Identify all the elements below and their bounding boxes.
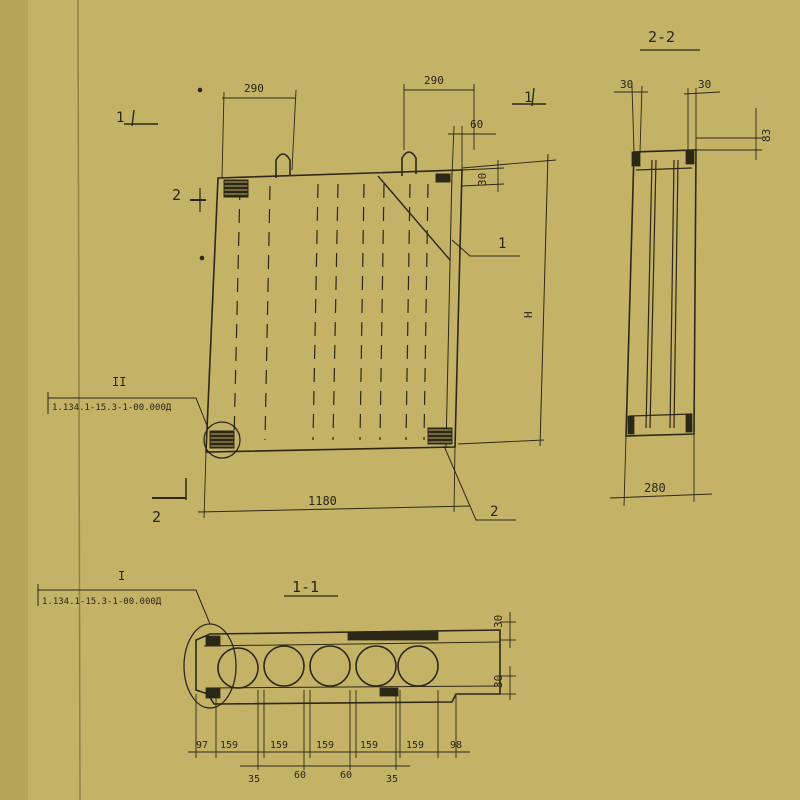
callout-1: 1 <box>498 236 506 252</box>
section-mark-1-right: 1 <box>524 90 532 106</box>
lifting-loop-right <box>401 151 417 176</box>
section-1-1-view <box>37 584 516 770</box>
sub-dim-1: 60 <box>294 770 306 781</box>
section-2-2-title: 2-2 <box>648 28 675 46</box>
node-ref-ii-code: 1.134.1-15.3-1-00.000Д <box>52 403 172 413</box>
embedded-plate-top-left <box>223 179 249 198</box>
dim-290-right: 290 <box>424 74 444 87</box>
core-5 <box>397 645 439 687</box>
plan-view <box>47 84 557 521</box>
dim-290-left: 290 <box>244 82 264 95</box>
core-4 <box>355 645 397 687</box>
core-2 <box>263 645 305 687</box>
bottom-dim-2: 159 <box>270 740 288 751</box>
section-2-2-dim-side: 83 <box>760 129 773 142</box>
paper-sheet <box>28 0 800 800</box>
bottom-dim-1: 159 <box>220 740 238 751</box>
section-2-2-dim-left: 30 <box>620 78 633 91</box>
sub-dim-0: 35 <box>248 774 260 785</box>
section-1-1-dim-right-bottom: 30 <box>492 675 505 688</box>
embedded-plate-bottom-left <box>209 430 235 449</box>
section-2-2-dim-width: 280 <box>644 481 666 495</box>
node-ref-i-roman: I <box>118 569 125 583</box>
section-cut-2-bottom: 2 <box>152 508 161 526</box>
section-1-1-title: 1-1 <box>292 578 319 596</box>
embedded-plate-bottom-right <box>427 427 453 445</box>
section-cut-2-top: 2 <box>172 186 181 204</box>
hollow-core-dashes <box>233 183 429 441</box>
section-2-2-view <box>609 49 762 507</box>
section-mark-1-left: 1 <box>116 110 124 126</box>
left-margin-line <box>77 0 81 800</box>
dim-30: 30 <box>476 173 489 186</box>
dim-60: 60 <box>470 118 483 131</box>
bottom-dim-6: 98 <box>450 740 462 751</box>
panel-edge-strip <box>445 171 453 449</box>
dim-1180: 1180 <box>308 494 337 508</box>
section-1-1-outline <box>195 629 501 705</box>
bottom-dim-4: 159 <box>360 740 378 751</box>
callout-2: 2 <box>490 504 498 520</box>
dim-height-h: H <box>522 311 535 318</box>
embedded-plate-top-right <box>435 173 451 183</box>
core-1 <box>217 647 259 689</box>
section-1-1-labels: 1-1 I 1.134.1-15.3-1-00.000Д 30 30 97 15… <box>42 569 505 785</box>
core-3 <box>309 645 351 687</box>
sub-dim-3: 35 <box>386 774 398 785</box>
cutout-line <box>377 175 451 261</box>
bottom-dim-3: 159 <box>316 740 334 751</box>
node-ref-i-code: 1.134.1-15.3-1-00.000Д <box>42 597 162 607</box>
section-1-1-dim-right-top: 30 <box>492 615 505 628</box>
bottom-dim-0: 97 <box>196 740 208 751</box>
section-2-2-dim-right: 30 <box>698 78 711 91</box>
lifting-loop-left <box>275 153 291 178</box>
bottom-dim-5: 159 <box>406 740 424 751</box>
node-ref-ii-roman: II <box>112 375 126 389</box>
sub-dim-2: 60 <box>340 770 352 781</box>
plan-view-labels: 290 290 60 30 H 1180 1 1 2 2 1 2 II 1.13… <box>52 74 535 526</box>
section-2-2-labels: 2-2 30 30 83 280 <box>620 28 773 495</box>
node-circle-ii <box>203 421 241 459</box>
